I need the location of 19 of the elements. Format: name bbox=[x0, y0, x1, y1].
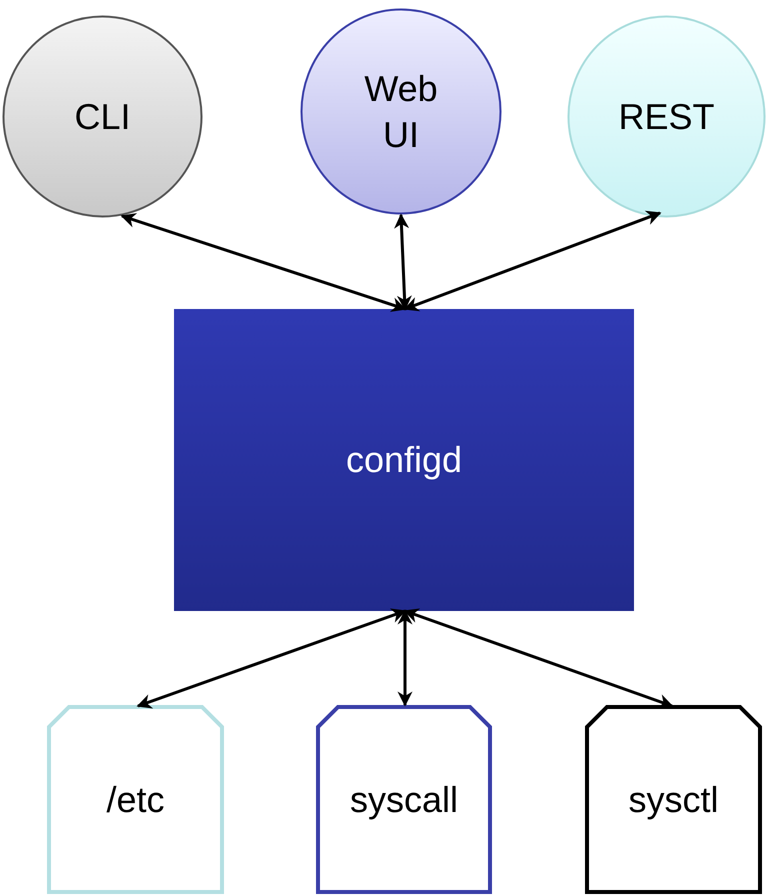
node-label: Web UI bbox=[363, 66, 439, 156]
node-label: CLI bbox=[74, 94, 131, 138]
node-label: /etc bbox=[106, 778, 165, 822]
node-label: sysctl bbox=[628, 778, 718, 822]
double-arrow bbox=[404, 210, 662, 312]
node-label: REST bbox=[618, 94, 714, 138]
node-label: syscall bbox=[350, 778, 458, 822]
double-arrow bbox=[136, 608, 406, 709]
storage-node bbox=[47, 705, 224, 894]
double-arrow bbox=[394, 214, 412, 310]
storage-node bbox=[316, 705, 492, 894]
process-box bbox=[174, 309, 634, 611]
storage-node bbox=[585, 705, 762, 894]
double-arrow bbox=[398, 610, 412, 706]
double-arrow bbox=[120, 213, 406, 312]
circle-node bbox=[2, 15, 203, 218]
node-label: configd bbox=[346, 438, 462, 482]
circle-node bbox=[567, 15, 766, 218]
circle-node bbox=[300, 8, 502, 215]
